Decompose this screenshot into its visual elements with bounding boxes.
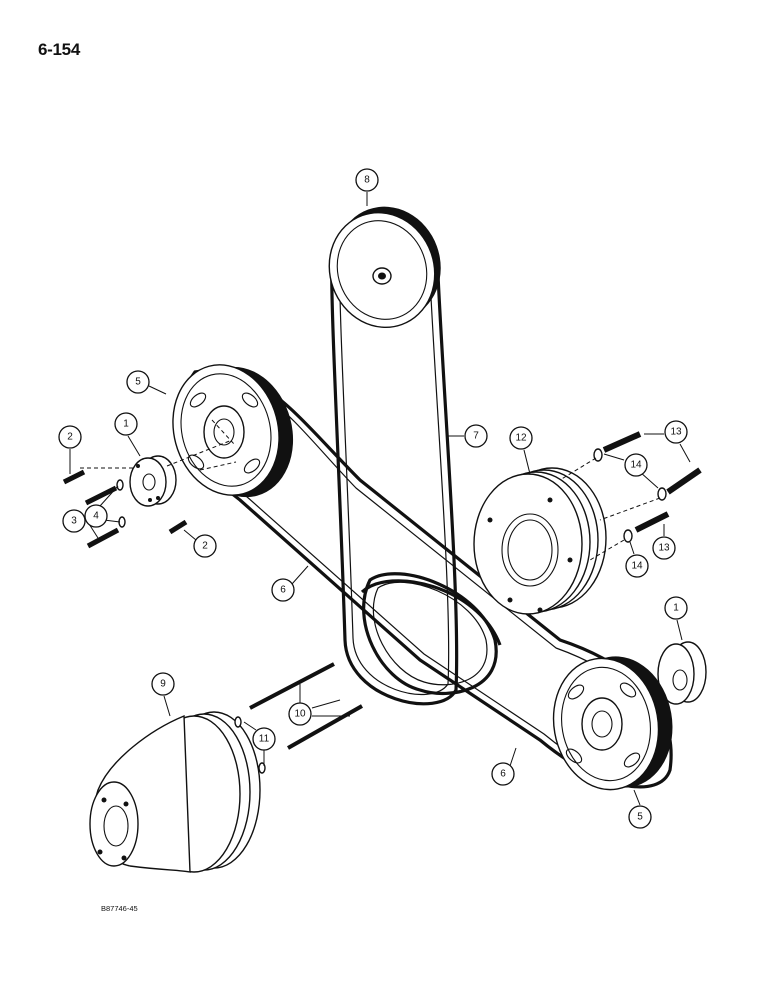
svg-text:2: 2: [202, 541, 208, 552]
svg-text:3: 3: [71, 516, 77, 527]
callout-6-lower: 6: [491, 747, 517, 786]
svg-text:2: 2: [67, 432, 73, 443]
callout-10: 10: [288, 684, 350, 726]
pulley-5-left: [172, 364, 294, 498]
svg-text:14: 14: [630, 460, 642, 471]
callout-13-bottom: 13: [652, 524, 676, 560]
callout-2-left-bottom: 2: [183, 529, 217, 558]
page-number: 6-154: [38, 40, 80, 59]
callout-2-left-top: 2: [58, 425, 82, 474]
belt-7: [330, 259, 459, 706]
svg-text:6: 6: [500, 769, 506, 780]
svg-text:14: 14: [631, 561, 643, 572]
hub-1-left: [129, 455, 177, 507]
svg-text:1: 1: [673, 603, 679, 614]
callout-1-left: 1: [114, 412, 141, 457]
callout-3: 3: [62, 509, 99, 539]
callout-14-bottom: 14: [625, 541, 649, 578]
callout-6-upper: 6: [271, 565, 309, 602]
callout-1-right: 1: [664, 596, 688, 641]
svg-text:12: 12: [515, 433, 527, 444]
svg-text:5: 5: [135, 377, 141, 388]
pulley-9: [89, 711, 261, 873]
svg-text:9: 9: [160, 679, 166, 690]
callout-5-right: 5: [628, 789, 652, 829]
callout-14-top: 14: [603, 453, 659, 489]
drawing-code: B87746-45: [101, 904, 138, 913]
svg-text:13: 13: [670, 427, 682, 438]
hub-1-right: [657, 641, 707, 705]
svg-text:8: 8: [364, 175, 370, 186]
callout-8: 8: [355, 168, 379, 206]
callout-4: 4: [84, 485, 121, 528]
svg-text:4: 4: [93, 511, 99, 522]
svg-text:6: 6: [280, 585, 286, 596]
bolts-right: [593, 431, 702, 543]
pulley-8: [328, 206, 441, 329]
bolts-bottom: [234, 662, 363, 774]
callout-11: 11: [243, 721, 276, 766]
svg-text:13: 13: [658, 543, 670, 554]
callout-13-top: 13: [644, 420, 691, 463]
svg-text:7: 7: [473, 431, 479, 442]
pulley-5-right: [552, 656, 673, 791]
callout-9: 9: [151, 672, 175, 717]
svg-text:1: 1: [123, 419, 129, 430]
bolts-left: [62, 469, 188, 549]
callout-5-left: 5: [126, 370, 167, 395]
svg-text:10: 10: [294, 709, 306, 720]
pulley-12: [473, 467, 607, 615]
svg-text:5: 5: [637, 812, 643, 823]
callout-7: 7: [446, 424, 488, 448]
svg-text:11: 11: [259, 734, 270, 745]
callout-12: 12: [509, 426, 533, 475]
